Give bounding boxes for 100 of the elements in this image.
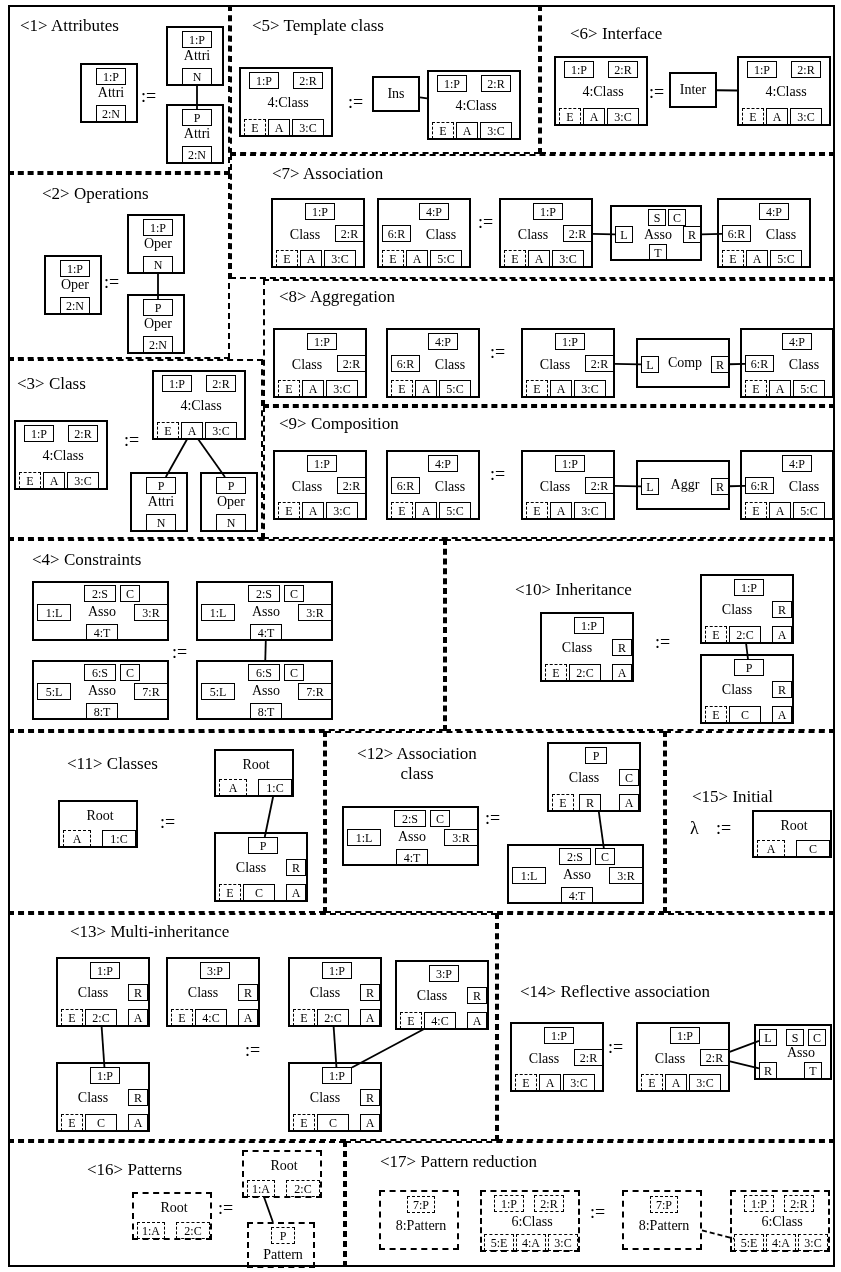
defines-symbol: :=: [649, 82, 665, 102]
port-box: 4:P: [419, 203, 449, 220]
symbol-box: [196, 581, 333, 641]
rule-panel: [325, 731, 665, 913]
symbol-box: [521, 450, 615, 520]
port-box: 4:T: [396, 849, 428, 866]
box-label: Class: [538, 357, 572, 373]
box-label: Comp: [666, 355, 704, 371]
symbol-box: [717, 198, 811, 268]
port-box: 2:R: [68, 425, 98, 442]
symbol-box: [200, 472, 258, 532]
port-box: E: [219, 884, 241, 901]
port-box: E: [432, 122, 454, 139]
port-box: 4:P: [782, 455, 812, 472]
panel-title: <7> Association: [272, 164, 384, 184]
port-box: A: [181, 422, 203, 439]
connector-line: [419, 96, 428, 100]
port-box: 4:T: [86, 624, 118, 641]
port-box: 2:S: [248, 585, 280, 602]
panel-title: <17> Pattern reduction: [380, 1152, 538, 1172]
port-box: 1:A: [247, 1180, 275, 1197]
box-label: Class: [720, 602, 754, 618]
port-box: 3:C: [480, 122, 512, 139]
box-label: Root: [241, 757, 271, 773]
port-box: A: [406, 250, 428, 267]
port-box: C: [729, 706, 761, 723]
port-box: R: [360, 1089, 380, 1106]
port-box: 4:P: [428, 455, 458, 472]
port-box: 1:P: [90, 1067, 120, 1084]
port-box: E: [745, 502, 767, 519]
port-box: E: [391, 502, 413, 519]
port-box: 4:C: [424, 1012, 456, 1029]
symbol-box: Ins: [372, 76, 420, 112]
port-box: A: [550, 502, 572, 519]
port-box: R: [711, 356, 729, 373]
box-label: Root: [779, 818, 809, 834]
symbol-box: [196, 660, 333, 720]
port-box: 1:P: [96, 68, 126, 85]
port-box: E: [293, 1114, 315, 1131]
port-box: 3:C: [563, 1074, 595, 1091]
box-label: Class: [527, 1051, 561, 1067]
symbol-box: [32, 581, 169, 641]
connector-line: [701, 1229, 735, 1240]
connector-line: [613, 484, 642, 488]
symbol-box: [480, 1190, 580, 1252]
port-box: 1:L: [37, 604, 71, 621]
port-box: P: [182, 109, 212, 126]
port-box: 2:R: [574, 1049, 603, 1066]
symbol-box: [730, 1190, 830, 1252]
symbol-box: [214, 749, 294, 797]
connector-line: [728, 484, 746, 488]
port-box: A: [612, 664, 632, 681]
port-box: 5:C: [793, 502, 825, 519]
port-box: 3:C: [326, 380, 358, 397]
box-label: 4:Class: [764, 84, 808, 100]
port-box: 2:R: [337, 355, 366, 372]
port-box: P: [143, 299, 173, 316]
port-box: 1:L: [201, 604, 235, 621]
connector-line: [263, 795, 275, 838]
port-box: 1:P: [249, 72, 279, 89]
port-box: E: [722, 250, 744, 267]
port-box: E: [171, 1009, 193, 1026]
box-label: Attri: [146, 494, 176, 510]
port-box: 3:C: [552, 250, 584, 267]
port-box: 3:C: [790, 108, 822, 125]
port-box: 4:A: [516, 1234, 546, 1251]
port-box: 7:R: [298, 683, 332, 700]
panel-title: <14> Reflective association: [520, 982, 711, 1002]
rule-panel: [263, 406, 835, 539]
port-box: A: [43, 472, 65, 489]
port-box: 5:C: [439, 502, 471, 519]
symbol-box: [273, 450, 367, 520]
port-box: R: [238, 984, 258, 1001]
port-box: A: [415, 380, 437, 397]
port-box: 2:R: [700, 1049, 729, 1066]
port-box: 5:L: [37, 683, 71, 700]
defines-symbol: :=: [218, 1198, 234, 1218]
symbol-box: [273, 328, 367, 398]
port-box: 4:P: [428, 333, 458, 350]
port-box: T: [649, 244, 667, 261]
box-label: Root: [85, 808, 115, 824]
symbol-box: [507, 844, 644, 904]
port-box: R: [286, 859, 306, 876]
port-box: 4:P: [782, 333, 812, 350]
rule-panel: [263, 279, 835, 406]
port-box: 4:C: [195, 1009, 227, 1026]
symbol-box: [499, 198, 593, 268]
symbol-box: [554, 56, 648, 126]
port-box: S: [786, 1029, 804, 1046]
box-label: Class: [538, 479, 572, 495]
port-box: 1:P: [143, 219, 173, 236]
box-label: Class: [186, 985, 220, 1001]
box-label: Class: [234, 860, 268, 876]
panel-title: <15> Initial: [692, 787, 774, 807]
symbol-box: [379, 1190, 459, 1250]
port-box: N: [146, 514, 176, 531]
port-box: 2:R: [585, 355, 614, 372]
port-box: A: [772, 706, 792, 723]
port-box: E: [504, 250, 526, 267]
port-box: A: [619, 794, 639, 811]
